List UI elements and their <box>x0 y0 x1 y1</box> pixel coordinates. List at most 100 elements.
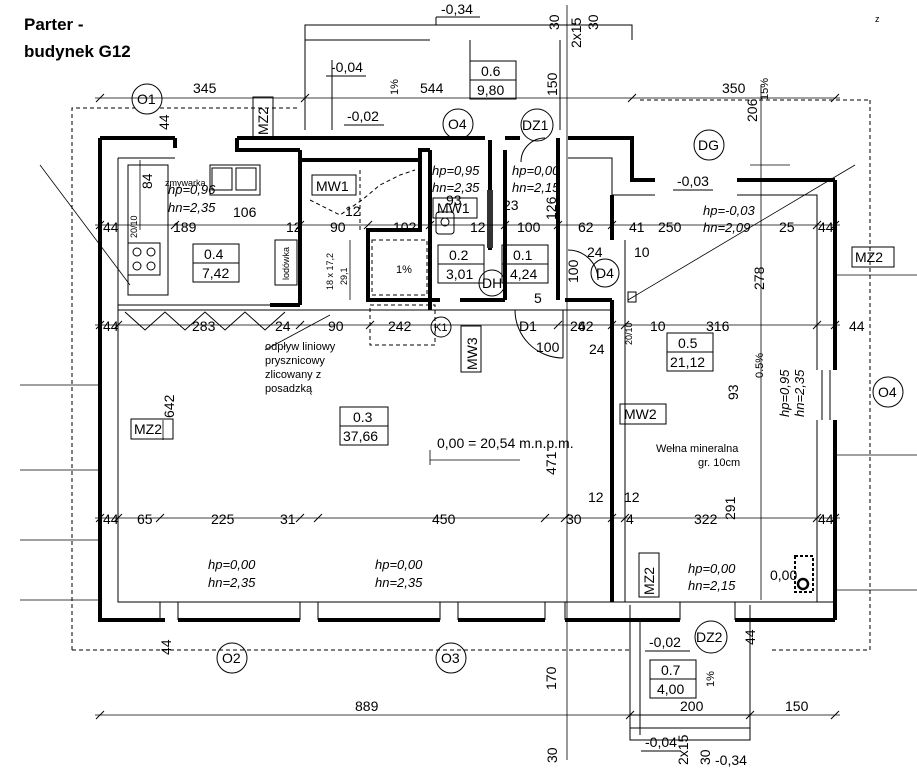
room-number: 0.3 <box>353 409 373 425</box>
axis-label-dg: DG <box>698 137 719 153</box>
dim: 10 <box>634 244 650 260</box>
dim: 44 <box>158 639 174 655</box>
slope-mark: 1% <box>389 79 401 95</box>
height-hp: hp=0,95 <box>432 163 480 178</box>
dim: 250 <box>658 219 682 235</box>
dim: 30 <box>544 747 560 763</box>
height-hn: hn=2,35 <box>432 180 480 195</box>
dim: 278 <box>751 266 767 290</box>
drain-note: zlicowany z <box>265 369 321 381</box>
level-mark: -0,03 <box>677 173 709 189</box>
wall-type-labels: MZ2 MZ2 MZ2 MZ2 MW1 MW1 MW2 MW3 D1 <box>130 96 895 598</box>
wall-label-mz2: MZ2 <box>855 249 883 265</box>
slope-mark: 15% <box>759 78 771 100</box>
dim: 44 <box>849 318 865 334</box>
level-mark: 0,00 <box>770 567 797 583</box>
room-area: 3,01 <box>446 266 473 282</box>
dim: 30 <box>566 511 582 527</box>
dimension-texts: 345 544 350 30 2x15 30 150 206 44 84 106… <box>103 14 865 765</box>
dimension-lines <box>20 5 917 760</box>
title-line-1: Parter - <box>24 15 84 34</box>
dim: 24 <box>587 244 603 260</box>
axis-label-o1: O1 <box>137 91 156 107</box>
wall-label-mw3: MW3 <box>464 337 480 370</box>
wall-label-mw1: MW1 <box>437 200 470 216</box>
height-hp: hp=0,00 <box>688 561 736 576</box>
dim: 283 <box>192 318 216 334</box>
terrace-bottom <box>629 605 751 741</box>
dim: 18 x 17,2 <box>325 253 335 290</box>
room-area: 4,00 <box>657 681 684 697</box>
wall-label-mz2: MZ2 <box>255 107 271 135</box>
title-line-2: budynek G12 <box>24 42 131 61</box>
height-hn: hn=2,15 <box>688 578 736 593</box>
dim: 93 <box>446 192 462 208</box>
roof-outline <box>71 99 871 651</box>
slope-marks: 1% 15% 1% 0.5% 1% <box>389 78 771 687</box>
dim: 12 <box>286 219 302 235</box>
dim: 31 <box>280 511 296 527</box>
datum-level: 0,00 = 20,54 m.n.p.m. <box>437 435 574 451</box>
room-number: 0.4 <box>204 246 224 262</box>
dim: 30 <box>585 14 601 30</box>
dim: 65 <box>137 511 153 527</box>
drain-note: prysznicowy <box>265 355 325 367</box>
height-hn: hn=2,15 <box>512 180 560 195</box>
level-mark: -0,04 <box>331 59 363 75</box>
room-number: 0.7 <box>661 662 681 678</box>
dim: 2x15 <box>568 17 584 48</box>
level-mark: -0,02 <box>649 634 681 650</box>
axis-label-o4-top: O4 <box>448 116 467 132</box>
dim: 24 <box>275 318 291 334</box>
dim: 225 <box>211 511 235 527</box>
wall-label-mw1: MW1 <box>316 178 349 194</box>
dim: 200 <box>680 698 704 714</box>
wall-label-mw2: MW2 <box>624 406 657 422</box>
dim: 44 <box>103 318 119 334</box>
dim: 316 <box>706 318 730 334</box>
dim: 30 <box>546 14 562 30</box>
dim: 62 <box>578 219 594 235</box>
dim: 44 <box>103 219 119 235</box>
dim: 23 <box>503 197 519 213</box>
dim: 24 <box>589 341 605 357</box>
dim: 90 <box>330 219 346 235</box>
room-area: 4,24 <box>510 266 537 282</box>
door-label-d1: D1 <box>519 318 537 334</box>
cooktop-icon <box>127 242 161 276</box>
dim: 100 <box>565 259 581 283</box>
dim: 44 <box>818 511 834 527</box>
dim: 5 <box>534 290 542 306</box>
dim: 170 <box>543 666 559 690</box>
dim: 12 <box>588 489 604 505</box>
height-hp: hp=-0,03 <box>703 203 755 218</box>
dim: 889 <box>355 698 379 714</box>
dim: 12 <box>345 203 361 219</box>
label-fridge: lodówka <box>281 247 291 280</box>
doors <box>514 137 814 593</box>
label-k1: K1 <box>434 322 447 334</box>
level-mark: -0,04 <box>645 734 677 750</box>
slope-mark: 1% <box>705 671 717 687</box>
dim: 150 <box>785 698 809 714</box>
level-mark: -0,02 <box>347 108 379 124</box>
dim: 24 <box>570 318 586 334</box>
dim: 41 <box>629 219 645 235</box>
wall-label-mz2: MZ2 <box>641 567 657 595</box>
dim: 20/10 <box>129 215 139 238</box>
drain-note: posadzką <box>265 383 313 395</box>
dim: 10 <box>650 318 666 334</box>
slope-mark: 1% <box>396 264 412 276</box>
dim: 106 <box>233 204 257 220</box>
dim: 642 <box>161 394 177 418</box>
dim: 44 <box>156 114 172 130</box>
dim: 100 <box>517 219 541 235</box>
insulation-note: Wełna mineralna <box>656 443 739 455</box>
dim: 544 <box>420 80 444 96</box>
dim: 2x15 <box>675 734 691 765</box>
dim: 150 <box>544 72 560 96</box>
height-hp: hp=0,00 <box>512 163 560 178</box>
room-number: 0.6 <box>481 63 501 79</box>
height-hn: hn=2,35 <box>792 369 807 417</box>
height-hp: hp=0,00 <box>208 557 256 572</box>
